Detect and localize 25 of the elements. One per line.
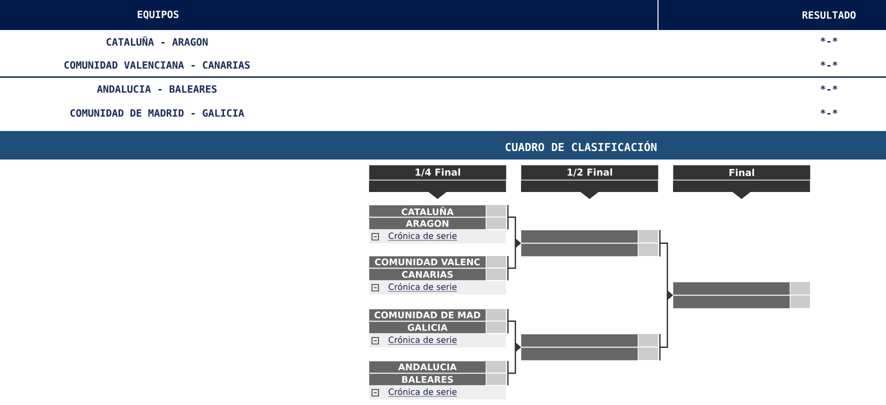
report-link: Crónica de serie [388, 388, 458, 397]
header-cell: RESULTADO [658, 0, 886, 30]
team-bar: COMUNIDAD VALENC [369, 256, 486, 268]
result-text: *-* [820, 37, 838, 43]
team-bar: COMUNIDAD DE MAD [369, 309, 486, 321]
match-text: ANDALUCIA - BALEARES [96, 85, 217, 93]
report-link: Crónica de serie [388, 336, 458, 345]
match-text: COMUNIDAD VALENCIANA - CANARIAS [64, 61, 250, 69]
section-band: CUADRO DE CLASIFICACIÓN [0, 131, 886, 160]
team-bar: CATALUÑA [369, 205, 486, 217]
report-link: Crónica de serie [388, 283, 458, 292]
round-header: 1/2 Final [521, 165, 658, 199]
round-header: 1/4 Final [369, 165, 506, 199]
round-header: Final [673, 165, 810, 199]
report-link: Crónica de serie [388, 232, 458, 241]
team-bar: BALEARES [369, 374, 486, 386]
result-text: *-* [820, 85, 838, 91]
team-bar: ANDALUCIA [369, 361, 486, 373]
team-bar: ARAGON [369, 218, 486, 230]
result-text: *-* [820, 109, 838, 115]
team-bar: CANARIAS [369, 268, 486, 280]
team-bar: GALICIA [369, 322, 486, 334]
match-text: CATALUÑA - ARAGON [106, 36, 208, 46]
result-text: *-* [820, 61, 838, 67]
match-text: COMUNIDAD DE MADRID - GALICIA [70, 109, 244, 117]
